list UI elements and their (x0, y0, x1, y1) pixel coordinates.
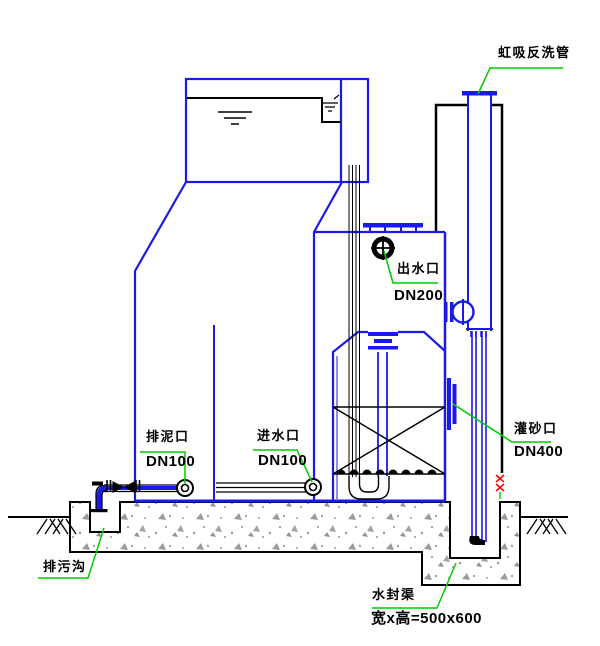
leader-mud-drain (140, 451, 186, 484)
leader-lines (38, 67, 563, 609)
center-riser (368, 332, 398, 476)
filter-internals (332, 406, 446, 475)
mid-tank-top-flange (363, 223, 423, 233)
label-inlet-title: 进水口 (257, 428, 301, 443)
label-outlet-size: DN200 (394, 287, 444, 304)
leader-sewage-ditch (38, 527, 105, 579)
upper-tank (184, 77, 370, 184)
label-sand-fill-title: 灌砂口 (514, 421, 558, 436)
pipe-break-mark (495, 474, 505, 499)
label-mud-drain-title: 排泥口 (146, 429, 190, 444)
inlet-flange (304, 478, 322, 496)
pipe-elbow (469, 536, 485, 545)
inlet-pipe (216, 482, 306, 493)
leader-water-seal (372, 562, 457, 609)
gate-valve (112, 481, 135, 493)
label-water-seal-title: 水封渠 (372, 587, 416, 602)
sand-fill-flange (447, 378, 457, 430)
filter-tank (331, 330, 446, 501)
center-downpipe (348, 165, 390, 500)
label-sewage-ditch: 排污沟 (43, 559, 87, 574)
filter-nozzles (336, 469, 437, 474)
leader-inlet (253, 449, 313, 483)
leader-outlet (383, 250, 438, 284)
ground-line-right (520, 516, 568, 535)
water-level (187, 94, 341, 125)
ground-line-left (8, 516, 77, 535)
label-mud-drain-size: DN100 (146, 453, 196, 470)
leader-sand-fill (452, 403, 551, 443)
label-sand-fill-size: DN400 (514, 443, 564, 460)
label-water-seal-dimension: 宽x高=500x600 (371, 610, 482, 627)
label-outlet-title: 出水口 (397, 261, 441, 276)
label-inlet-size: DN100 (258, 452, 308, 469)
foundation-concrete (69, 501, 521, 586)
tank-body (133, 181, 447, 503)
outlet-flange (371, 236, 395, 260)
siphon-pipe (462, 91, 497, 545)
label-siphon-backwash-pipe: 虹吸反洗管 (498, 45, 571, 60)
leader-siphon (477, 67, 563, 95)
siphon-frame (434, 103, 504, 473)
siphon-valve (444, 299, 475, 325)
mud-drain-assembly (90, 479, 194, 513)
